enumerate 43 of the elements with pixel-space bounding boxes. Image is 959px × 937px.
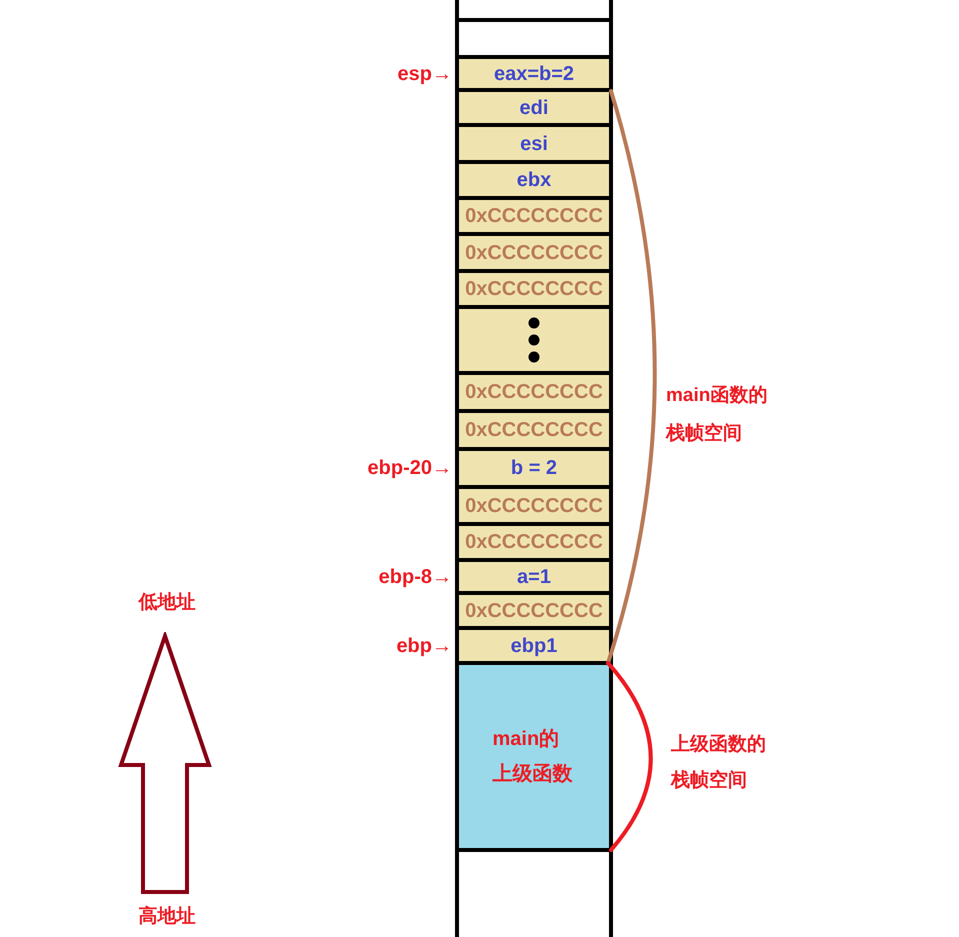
slot-value: 0xCCCCCCCC <box>465 530 603 554</box>
stack-slot <box>455 409 613 447</box>
stack-slot <box>455 196 613 232</box>
stack-slot <box>455 371 613 409</box>
frame-label: main的上级函数 <box>492 726 574 786</box>
bracket-label: 上级函数的栈帧空间 <box>671 733 767 793</box>
stack-slot <box>455 558 613 591</box>
bracket-label: main函数的栈帧空间 <box>666 384 768 446</box>
slot-value: edi <box>520 96 548 120</box>
address-label: 高地址 <box>138 904 196 929</box>
stack-slot <box>455 18 613 55</box>
stack-slot <box>455 591 613 626</box>
stack-slot <box>455 485 613 522</box>
stack-slot <box>455 305 613 371</box>
stack-slot <box>455 123 613 160</box>
stack-slot <box>455 447 613 485</box>
stack-slot <box>455 848 613 937</box>
stack-slot <box>455 55 613 88</box>
stack-slot <box>455 626 613 661</box>
slot-value: ebp1 <box>510 634 558 658</box>
pointer-label: ebp-8→ <box>378 565 452 589</box>
slot-value: b = 2 <box>510 456 558 480</box>
slot-value: a=1 <box>517 564 551 588</box>
slot-value: 0xCCCCCCCC <box>465 598 603 622</box>
pointer-label: ebp-20→ <box>368 456 452 480</box>
slot-value: 0xCCCCCCCC <box>465 277 603 301</box>
slot-value: 0xCCCCCCCC <box>465 494 603 518</box>
stack-slot <box>455 661 613 848</box>
slot-value: 0xCCCCCCCC <box>465 204 603 228</box>
slot-value: 0xCCCCCCCC <box>465 418 603 442</box>
stack-slot <box>455 88 613 123</box>
address-label: 低地址 <box>137 591 196 615</box>
slot-value: esi <box>520 132 548 156</box>
stack-slot <box>455 522 613 558</box>
pointer-label: ebp→ <box>396 634 452 658</box>
stack-slot <box>455 160 613 196</box>
slot-value: ebx <box>516 168 552 192</box>
pointer-label: esp→ <box>398 62 452 86</box>
slot-value: 0xCCCCCCCC <box>465 380 603 404</box>
stack-slot <box>455 269 613 305</box>
slot-value: eax=b=2 <box>494 62 574 86</box>
stack-slot <box>455 232 613 269</box>
slot-value: 0xCCCCCCCC <box>465 240 603 264</box>
